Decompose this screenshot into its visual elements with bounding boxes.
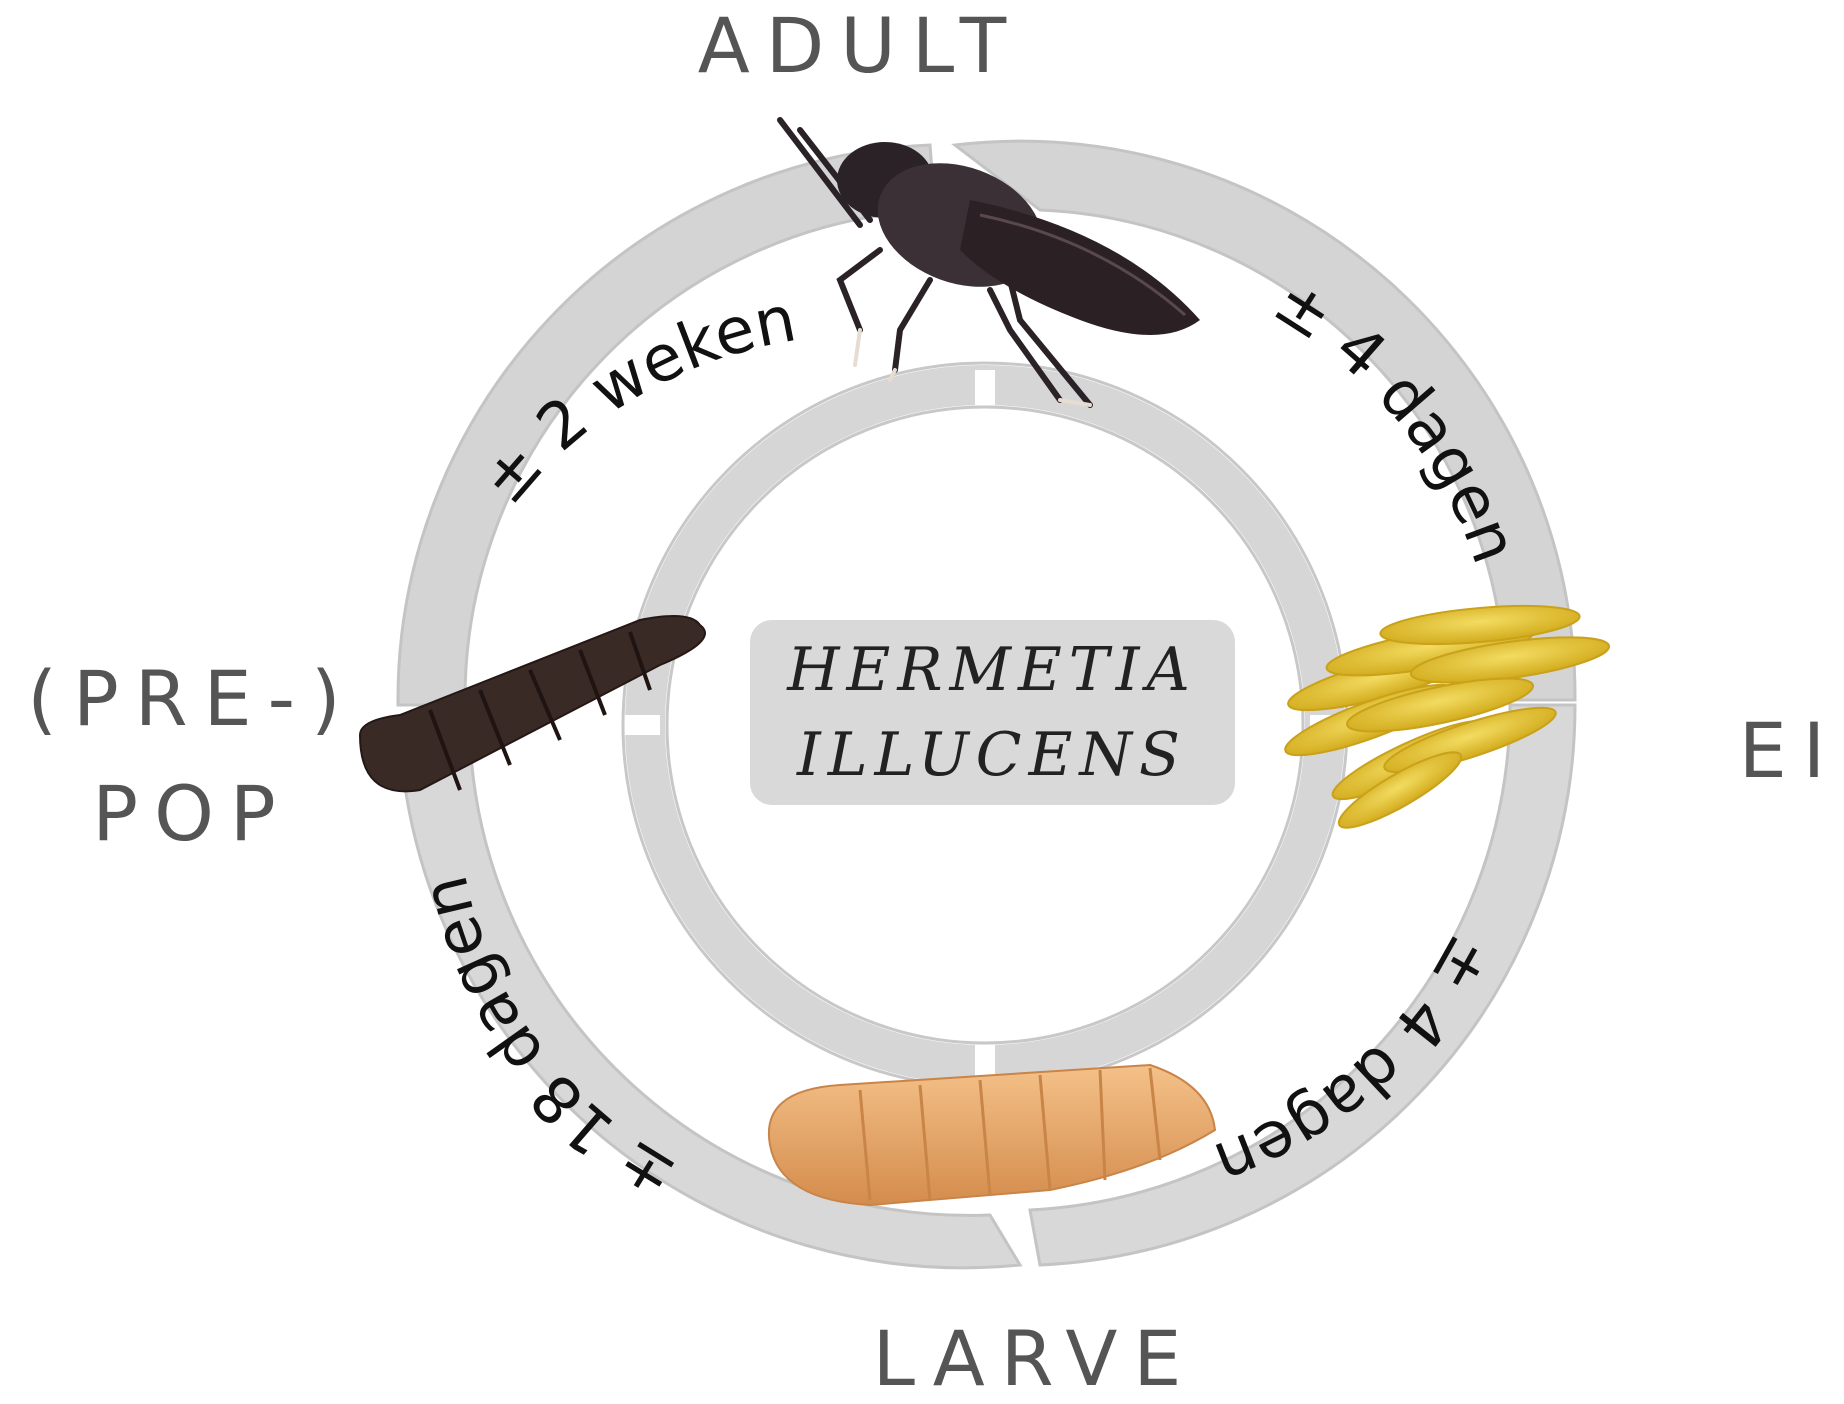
stage-label-pupa-line-1: (PRE-) bbox=[27, 654, 356, 743]
species-label: HERMETIA ILLUCENS bbox=[750, 620, 1235, 805]
duration-larva-to-pupa: ± 18 dagen bbox=[408, 869, 688, 1216]
species-line-2: ILLUCENS bbox=[796, 720, 1187, 790]
stage-label-adult: ADULT bbox=[698, 1, 1022, 90]
stage-label-larva: LARVE bbox=[873, 1314, 1198, 1403]
stage-label-egg: EI bbox=[1739, 706, 1841, 795]
species-line-1: HERMETIA bbox=[786, 635, 1197, 705]
stage-label-pupa-line-2: POP bbox=[92, 769, 291, 858]
orange-larva-icon bbox=[769, 1065, 1215, 1205]
